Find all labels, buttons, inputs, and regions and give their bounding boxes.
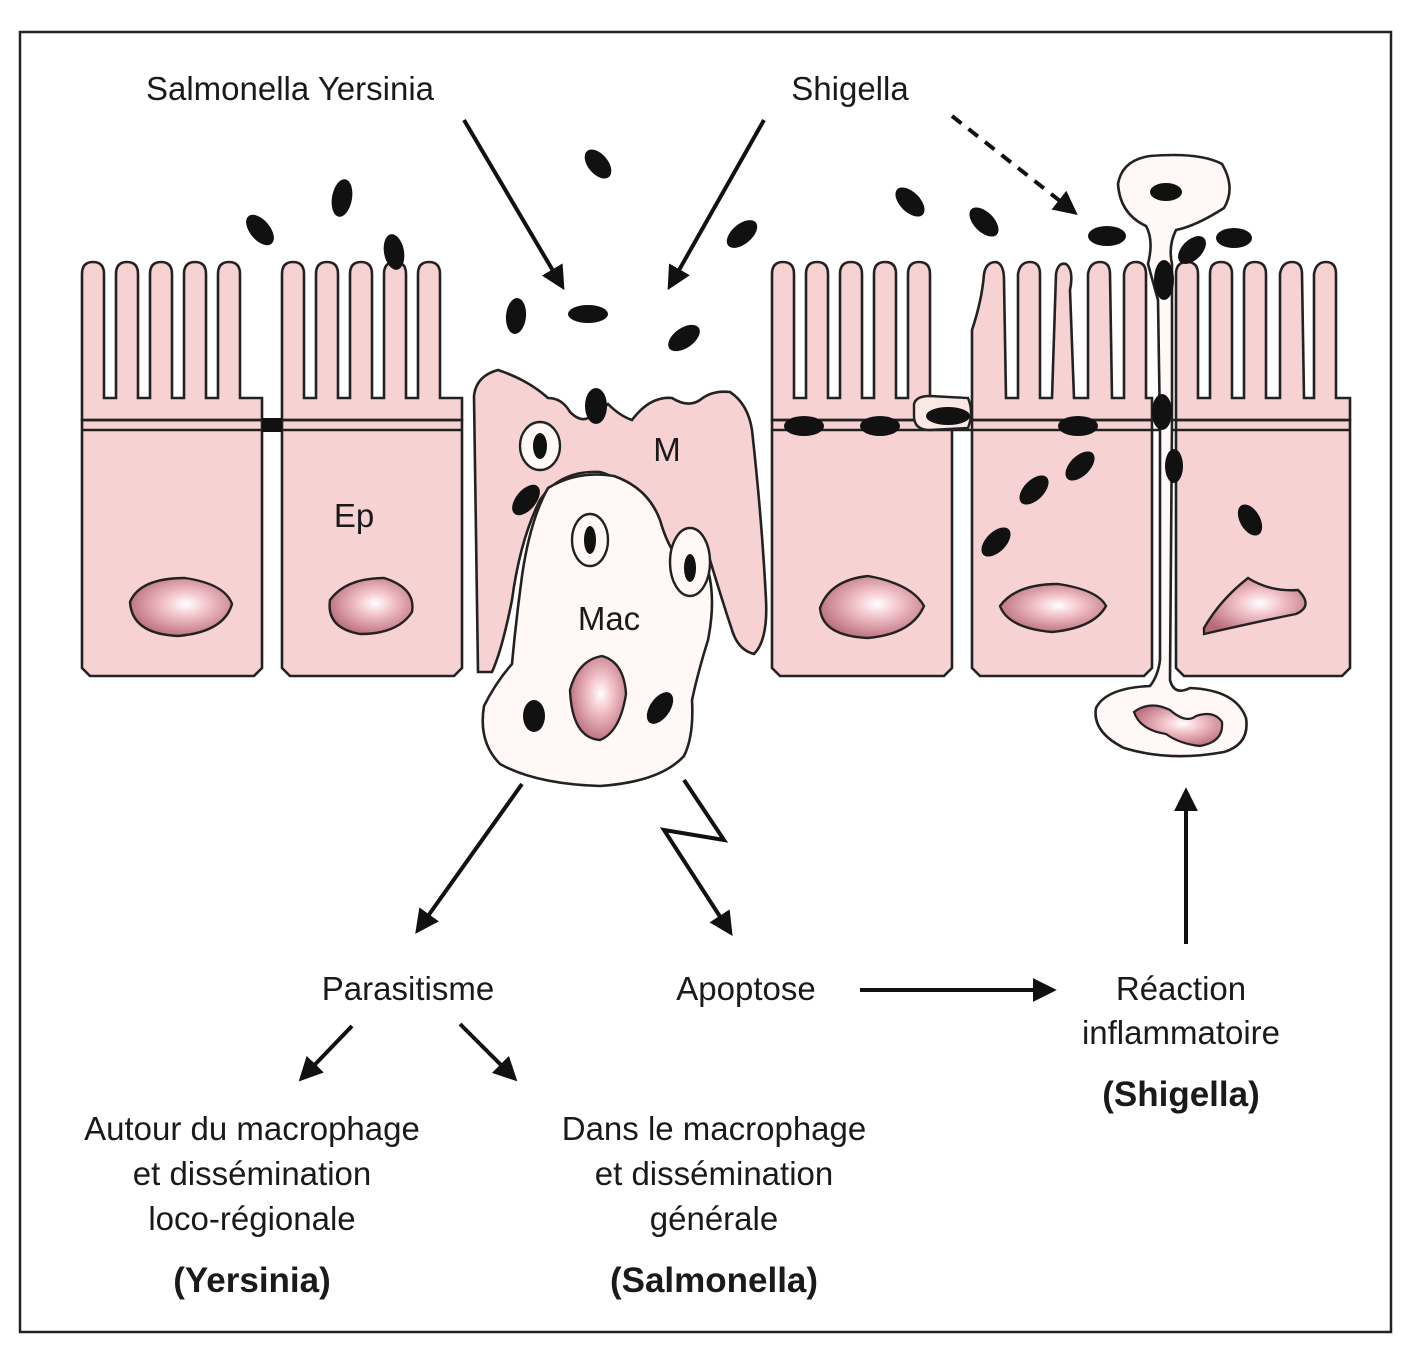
label-ep: Ep	[334, 497, 374, 534]
epithelial-cell-1	[80, 418, 264, 678]
arrow-to-apoptose	[659, 778, 733, 937]
macrophage-nucleus	[568, 654, 628, 742]
arrow-shigella-dashed	[950, 114, 1078, 215]
microvilli-cell-5	[1174, 260, 1352, 422]
label-reaction-species: (Shigella)	[1102, 1075, 1260, 1114]
arrow-to-salmonella	[458, 1022, 518, 1082]
label-salmonella-species: (Salmonella)	[610, 1261, 818, 1300]
arrows	[298, 114, 1198, 1082]
microvilli-cell-4	[970, 260, 1154, 422]
arrow-to-yersinia	[298, 1024, 354, 1082]
microvilli-cell-2	[280, 260, 464, 422]
label-salmonella-line3: générale	[650, 1200, 778, 1237]
label-apoptose: Apoptose	[676, 970, 815, 1007]
bacteria	[246, 149, 1263, 732]
arrow-shigella-entry	[667, 119, 766, 291]
arrow-to-parasitisme	[415, 782, 524, 934]
tight-junction	[262, 418, 282, 432]
nucleus-cell-3	[818, 574, 926, 640]
label-mac: Mac	[578, 600, 640, 637]
nucleus-cell-2	[328, 576, 414, 636]
label-reaction-line2: inflammatoire	[1082, 1014, 1280, 1051]
label-yersinia-line3: loco-régionale	[148, 1200, 355, 1237]
arrow-salmonella-entry	[462, 118, 565, 291]
label-m: M	[653, 431, 681, 468]
microvilli-cell-1	[80, 260, 264, 422]
epithelial-cells-left	[80, 260, 464, 678]
label-yersinia-line2: et dissémination	[133, 1155, 371, 1192]
label-yersinia-species: (Yersinia)	[173, 1261, 331, 1300]
label-salmonella-yersinia: Salmonella Yersinia	[146, 70, 435, 107]
epithelial-cell-2	[280, 418, 464, 678]
epithelial-cells-right	[770, 260, 1352, 678]
microvilli-cell-3	[770, 260, 954, 422]
label-reaction-line1: Réaction	[1116, 970, 1246, 1007]
nucleus-cell-1	[128, 576, 234, 638]
nucleus-cell-4	[998, 582, 1108, 634]
nucleus-cell-5	[1202, 576, 1307, 636]
label-yersinia-line1: Autour du macrophage	[84, 1110, 420, 1147]
label-salmonella-line2: et dissémination	[595, 1155, 833, 1192]
label-shigella-top: Shigella	[791, 70, 909, 107]
neutrophil-nucleus	[1132, 704, 1224, 748]
label-parasitisme: Parasitisme	[322, 970, 494, 1007]
label-salmonella-line1: Dans le macrophage	[562, 1110, 867, 1147]
epithelial-cell-5	[1174, 418, 1352, 678]
